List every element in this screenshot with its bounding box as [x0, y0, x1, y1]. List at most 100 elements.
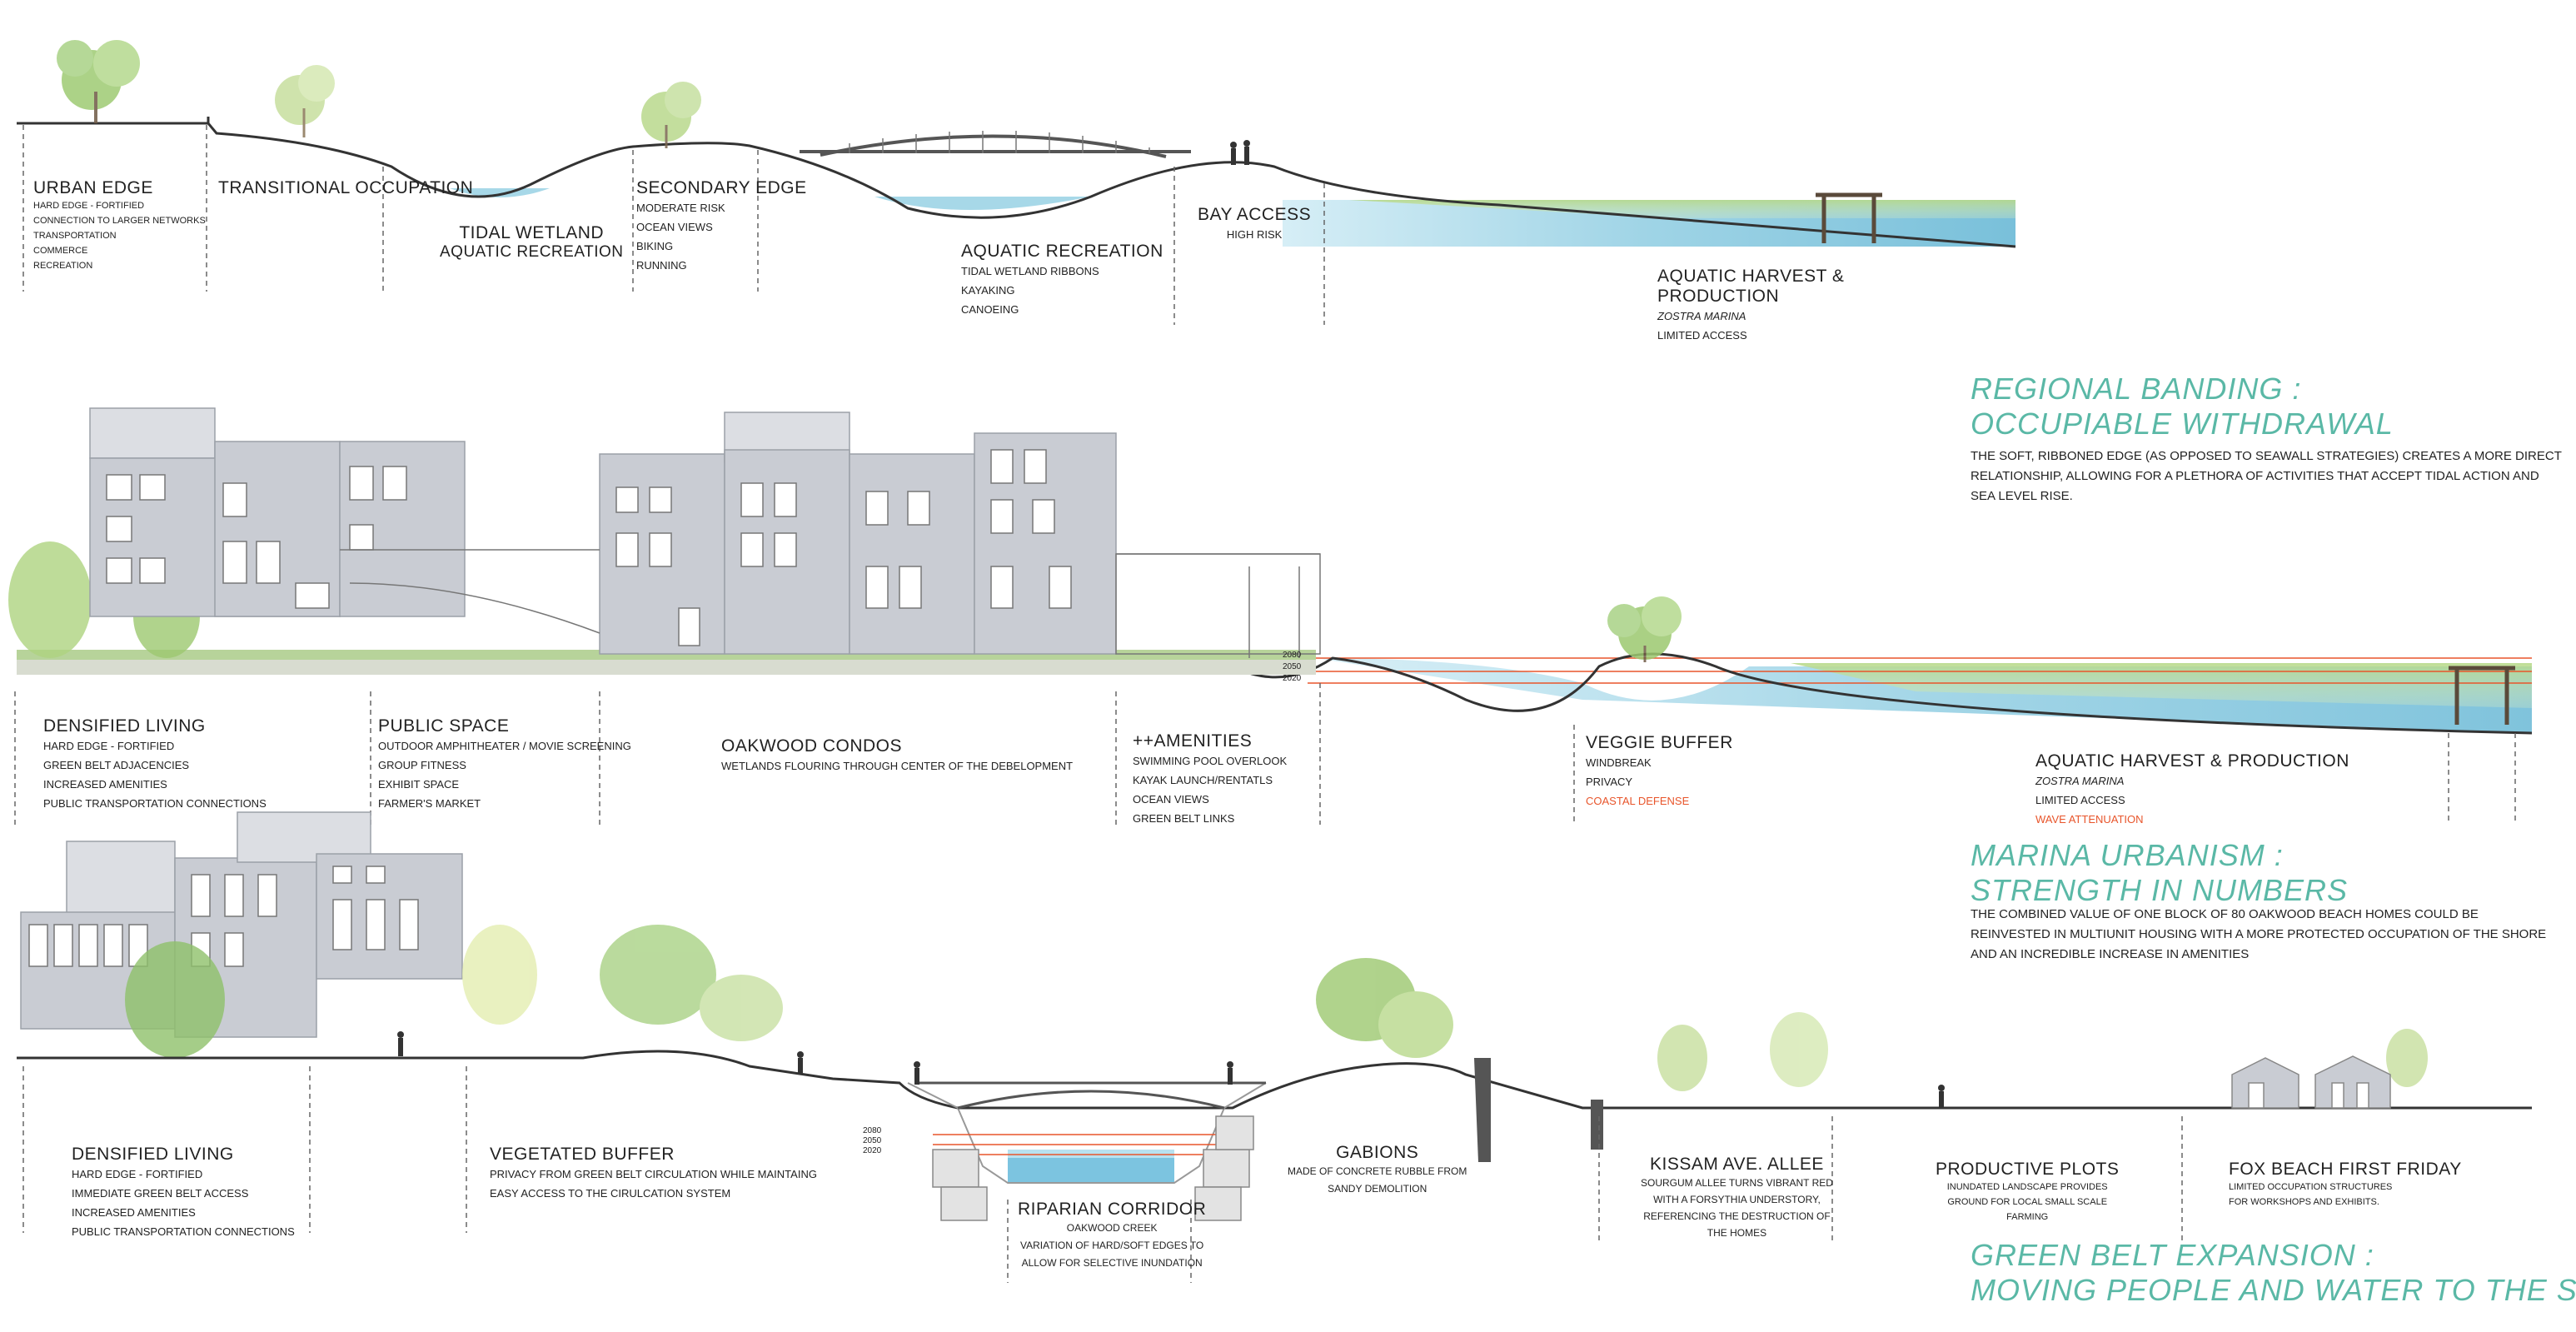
label-line: FARMER'S MARKET	[378, 797, 481, 810]
label-vegetated-buffer: VEGETATED BUFFER PRIVACY FROM GREEN BELT…	[490, 1145, 817, 1203]
label-details: LIMITED OCCUPATION STRUCTURES FOR WORKSH…	[2229, 1180, 2462, 1210]
middle-ground-line	[17, 652, 2533, 735]
label-details: WINDBREAK PRIVACY COASTAL DEFENSE	[1586, 753, 1733, 811]
label-line: COMMERCE	[33, 246, 88, 256]
label-title: KISSAM AVE. ALLEE	[1650, 1155, 1824, 1174]
label-title: ++AMENITIES	[1133, 731, 1253, 751]
label-line: INCREASED AMENITIES	[43, 778, 167, 791]
label-line: WETLANDS FLOURING THROUGH CENTER OF THE …	[721, 760, 1074, 772]
label-title: AQUATIC HARVEST &	[1657, 267, 1845, 286]
flood-level-2050: 2050	[1283, 662, 1302, 671]
label-line: IMMEDIATE GREEN BELT ACCESS	[72, 1187, 249, 1200]
label-title: URBAN EDGE	[33, 178, 153, 197]
heading-line: OCCUPIABLE WITHDRAWAL	[1971, 407, 2394, 441]
bottom-flood-lines	[933, 1134, 1249, 1155]
label-line: SWIMMING POOL OVERLOOK	[1133, 755, 1288, 767]
bottom-flood-level-tags: 2080 2050 2020	[863, 1126, 881, 1156]
label-line: FOR WORKSHOPS AND EXHIBITS.	[2229, 1197, 2379, 1207]
gabions	[932, 1115, 1254, 1221]
label-line: THE HOMES	[1707, 1227, 1767, 1239]
flood-level-2020: 2020	[1283, 674, 1302, 683]
label-public-space: PUBLIC SPACE OUTDOOR AMPHITHEATER / MOVI…	[378, 716, 631, 813]
label-title: DENSIFIED LIVING	[43, 716, 206, 736]
label-line: WINDBREAK	[1586, 756, 1652, 769]
label-line: INUNDATED LANDSCAPE PROVIDES	[1946, 1182, 2108, 1192]
label-aquatic-recreation: AQUATIC RECREATION TIDAL WETLAND RIBBONS…	[961, 242, 1163, 319]
label-line: VARIATION OF HARD/SOFT EDGES TO	[1020, 1240, 1204, 1251]
label-line: CANOEING	[961, 303, 1019, 316]
label-line-red: WAVE ATTENUATION	[2035, 813, 2144, 826]
label-line: KAYAKING	[961, 284, 1015, 297]
label-line: SOURGUM ALLEE TURNS VIBRANT RED	[1641, 1177, 1833, 1189]
label-title: PRODUCTIVE PLOTS	[1936, 1160, 2120, 1179]
label-bay-access: BAY ACCESS HIGH RISK	[1198, 205, 1311, 244]
label-line: KAYAK LAUNCH/RENTATLS	[1133, 774, 1273, 786]
label-title: DENSIFIED LIVING	[72, 1145, 234, 1164]
label-details: INUNDATED LANDSCAPE PROVIDES GROUND FOR …	[1936, 1180, 2119, 1225]
bottom-people	[397, 1031, 1945, 1108]
top-ground-line	[17, 122, 2016, 248]
middle-buildings	[89, 407, 1321, 655]
heading-line: MOVING PEOPLE AND WATER TO THE SHORE	[1971, 1273, 2576, 1307]
flood-level-2080: 2080	[863, 1126, 882, 1135]
label-line: FARMING	[2006, 1212, 2049, 1222]
paragraph-regional-banding: THE SOFT, RIBBONED EDGE (AS OPPOSED TO S…	[1971, 446, 2562, 506]
middle-grass	[1791, 663, 2532, 708]
label-line: MODERATE RISK	[636, 202, 725, 214]
label-title: TRANSITIONAL OCCUPATION	[218, 178, 474, 197]
heading-line: GREEN BELT EXPANSION :	[1971, 1238, 2374, 1272]
middle-flood-level-tags: 2080 2050 2020	[1283, 650, 1301, 685]
label-tidal-wetland: TIDAL WETLAND AQUATIC RECREATION	[440, 223, 623, 262]
middle-leaders	[14, 683, 2516, 825]
label-details: SOURGUM ALLEE TURNS VIBRANT RED WITH A F…	[1641, 1175, 1833, 1241]
label-line: MADE OF CONCRETE RUBBLE FROM	[1288, 1165, 1467, 1177]
label-line: HARD EDGE - FORTIFIED	[33, 201, 145, 211]
heading-line: REGIONAL BANDING :	[1971, 372, 2302, 406]
label-veggie-buffer: VEGGIE BUFFER WINDBREAK PRIVACY COASTAL …	[1586, 733, 1733, 811]
label-amenities: ++AMENITIES SWIMMING POOL OVERLOOK KAYAK…	[1133, 731, 1287, 828]
heading-regional-banding: REGIONAL BANDING : OCCUPIABLE WITHDRAWAL	[1971, 372, 2394, 442]
label-secondary-edge: SECONDARY EDGE MODERATE RISK OCEAN VIEWS…	[636, 178, 807, 275]
label-line: EASY ACCESS TO THE CIRULCATION SYSTEM	[490, 1187, 731, 1200]
label-details: TIDAL WETLAND RIBBONS KAYAKING CANOEING	[961, 262, 1163, 319]
bottom-leaders	[22, 1066, 2183, 1283]
label-line: BIKING	[636, 240, 674, 252]
label-title: TIDAL WETLAND	[459, 223, 605, 242]
wetland-water-2	[874, 197, 1091, 210]
label-line: TRANSPORTATION	[33, 231, 117, 241]
label-line: SANDY DEMOLITION	[1328, 1183, 1428, 1195]
label-line: AQUATIC RECREATION	[440, 243, 624, 261]
label-urban-edge: URBAN EDGE HARD EDGE - FORTIFIED CONNECT…	[33, 178, 206, 273]
label-line: TIDAL WETLAND RIBBONS	[961, 265, 1099, 277]
label-line: WITH A FORSYTHIA UNDERSTORY,	[1653, 1194, 1821, 1205]
label-line: OUTDOOR AMPHITHEATER / MOVIE SCREENING	[378, 740, 631, 752]
label-line: ZOSTRA MARINA	[2035, 775, 2125, 787]
label-line: HARD EDGE - FORTIFIED	[72, 1168, 203, 1180]
label-line-red: COASTAL DEFENSE	[1586, 795, 1690, 807]
label-line: CONNECTION TO LARGER NETWORKS	[33, 216, 206, 226]
heading-marina-urbanism: MARINA URBANISM : STRENGTH IN NUMBERS	[1971, 838, 2348, 908]
label-riparian-corridor: RIPARIAN CORRIDOR OAKWOOD CREEK VARIATIO…	[1018, 1200, 1206, 1272]
fox-beach-sheds	[2231, 1055, 2391, 1109]
label-title: PUBLIC SPACE	[378, 716, 510, 736]
label-details: OAKWOOD CREEK VARIATION OF HARD/SOFT EDG…	[1018, 1220, 1206, 1272]
veggie-buffer-tree	[1607, 596, 1682, 662]
label-details: HARD EDGE - FORTIFIED GREEN BELT ADJACEN…	[43, 736, 267, 813]
label-details: MADE OF CONCRETE RUBBLE FROM SANDY DEMOL…	[1288, 1163, 1467, 1198]
middle-windows	[106, 449, 1072, 646]
middle-platform	[340, 549, 1320, 658]
label-densified-living-middle: DENSIFIED LIVING HARD EDGE - FORTIFIED G…	[43, 716, 267, 813]
label-details: ZOSTRA MARINA LIMITED ACCESS WAVE ATTENU…	[2035, 771, 2349, 829]
top-leaders	[22, 125, 1325, 325]
label-line: LIMITED ACCESS	[2035, 794, 2125, 806]
label-line: GROUND FOR LOCAL SMALL SCALE	[1947, 1197, 2108, 1207]
paragraph-line: THE COMBINED VALUE OF ONE BLOCK OF 80 OA…	[1971, 907, 2479, 921]
middle-dock	[2449, 666, 2515, 725]
label-line: HIGH RISK	[1226, 228, 1283, 241]
label-line: EXHIBIT SPACE	[378, 778, 460, 791]
label-line: ALLOW FOR SELECTIVE INUNDATION	[1021, 1257, 1203, 1269]
top-bridge	[800, 134, 1191, 158]
label-details: HARD EDGE - FORTIFIED IMMEDIATE GREEN BE…	[72, 1165, 295, 1241]
heading-line: STRENGTH IN NUMBERS	[1971, 873, 2349, 907]
